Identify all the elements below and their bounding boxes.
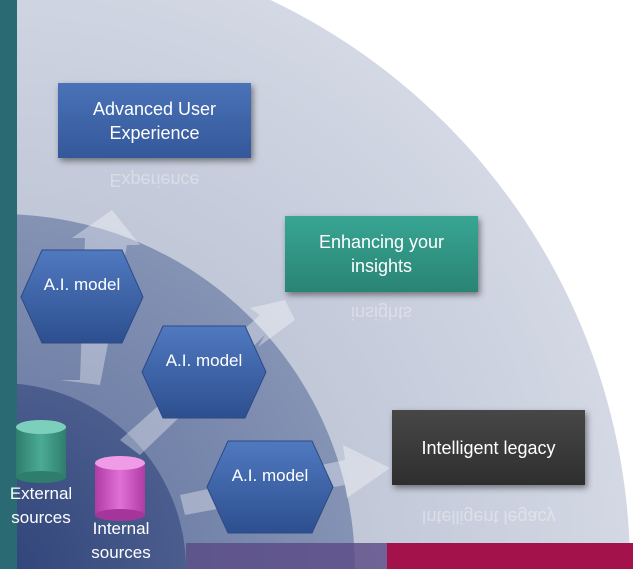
advanced-user-experience-label: Advanced User Experience (92, 98, 217, 143)
ai-model-label-1: A.I. model (43, 275, 121, 294)
ai-model-label-2: A.I. model (165, 351, 243, 370)
teal-side-bar (0, 0, 17, 569)
enhancing-insights-label: Enhancing your insights (318, 232, 445, 276)
advanced-user-experience-box: Advanced User Experience (58, 83, 251, 158)
intelligent-legacy-box: Intelligent legacy (392, 410, 585, 485)
enhancing-insights-box: Enhancing your insights (285, 216, 478, 292)
ai-model-hexagon-2 (141, 325, 267, 419)
enhancing-insights-reflection: insights (350, 303, 413, 323)
intelligent-legacy-label: Intelligent legacy (421, 437, 556, 458)
ai-model-label-3: A.I. model (231, 466, 309, 485)
ai-model-hexagon-1 (20, 249, 144, 344)
external-sources-cylinder (16, 420, 66, 483)
external-sources-label: External sources (9, 484, 73, 527)
purple-bottom-bar (186, 543, 387, 569)
crimson-bottom-bar (387, 543, 633, 569)
ai-model-hexagon-3 (206, 440, 334, 534)
advanced-user-experience-reflection: Experience (109, 170, 200, 190)
internal-sources-cylinder (95, 456, 145, 521)
intelligent-legacy-reflection: Intelligent legacy (421, 507, 556, 527)
internal-sources-label: Internal sources (91, 519, 151, 562)
